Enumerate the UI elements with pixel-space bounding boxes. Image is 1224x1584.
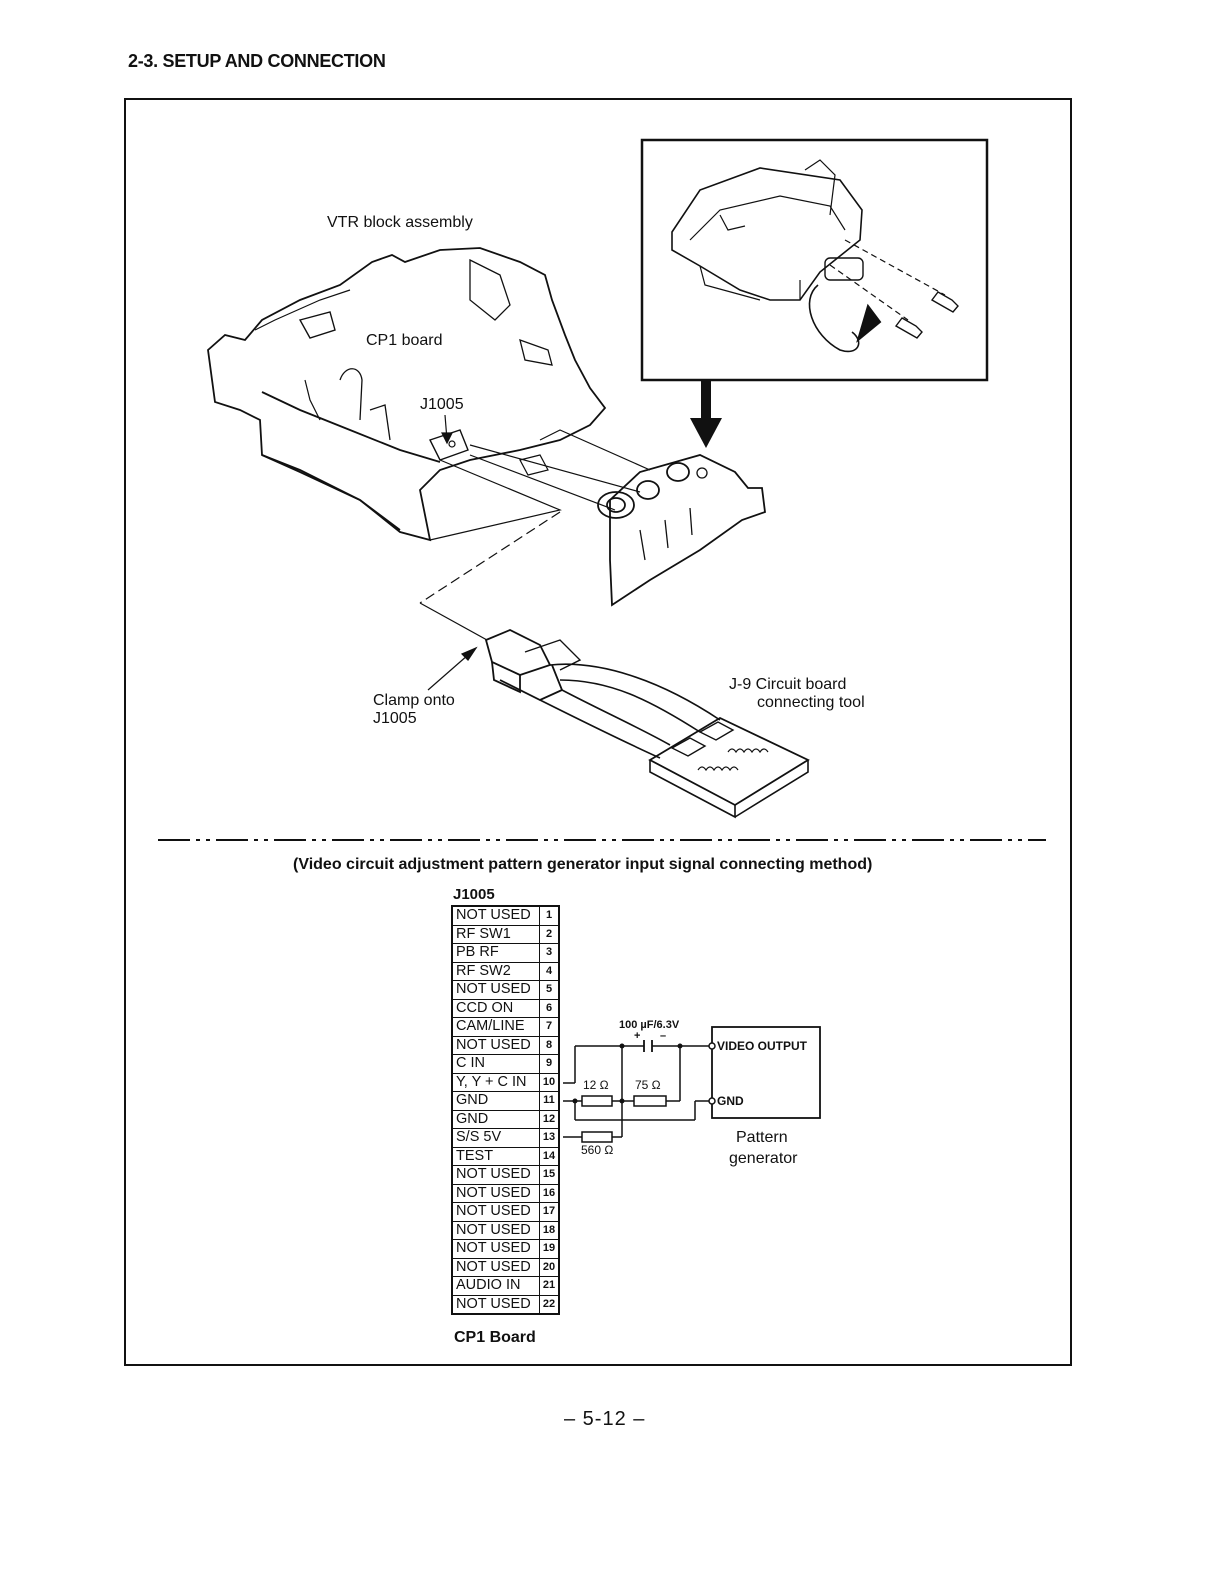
label-j9-line2: connecting tool [757, 694, 865, 711]
label-vtr-block: VTR block assembly [327, 214, 473, 231]
pin-number: 13 [539, 1128, 560, 1148]
pin-name: NOT USED [451, 980, 540, 1000]
pin-number: 6 [539, 998, 560, 1018]
r3-label: 560 Ω [581, 1143, 614, 1157]
pin-number: 15 [539, 1165, 560, 1185]
pin-name: S/S 5V [451, 1128, 540, 1148]
label-j9-line1: J-9 Circuit board [729, 676, 847, 693]
label-j1005: J1005 [420, 396, 464, 413]
pin-number: 18 [539, 1220, 560, 1240]
pin-name: TEST [451, 1146, 540, 1166]
pin-number: 19 [539, 1239, 560, 1259]
label-clamp-line2: J1005 [373, 710, 417, 727]
leader-lines [419, 414, 561, 691]
pin-name: Y, Y + C IN [451, 1072, 540, 1092]
inset-view [640, 138, 989, 382]
down-arrow-icon [690, 381, 722, 448]
connector-title: J1005 [453, 886, 495, 903]
pin-name: GND [451, 1091, 540, 1111]
pin-number: 8 [539, 1035, 560, 1055]
cap-minus-label: – [660, 1030, 667, 1042]
pin-number: 21 [539, 1276, 560, 1296]
sub-board [597, 454, 766, 607]
page-number: – 5-12 – [564, 1408, 646, 1430]
label-clamp-line1: Clamp onto [373, 692, 455, 709]
junction-dots [572, 1042, 716, 1105]
generator-line1: Pattern [736, 1129, 788, 1146]
pin-number: 14 [539, 1146, 560, 1166]
gnd-label: GND [717, 1094, 744, 1108]
pin-number: 5 [539, 980, 560, 1000]
pin-number: 11 [539, 1091, 560, 1111]
pin-number: 20 [539, 1257, 560, 1277]
pin-number: 3 [539, 943, 560, 963]
method-caption: (Video circuit adjustment pattern genera… [293, 856, 873, 873]
r2-label: 75 Ω [635, 1078, 661, 1092]
pin-name: NOT USED [451, 905, 540, 926]
pin-number: 2 [539, 924, 560, 944]
pin-name: PB RF [451, 943, 540, 963]
generator-line2: generator [729, 1150, 798, 1167]
pin-name: NOT USED [451, 1239, 540, 1259]
pin-name: NOT USED [451, 1035, 540, 1055]
label-cp1-board: CP1 board [366, 332, 443, 349]
j9-connecting-tool [484, 629, 810, 819]
pin-name: RF SW2 [451, 961, 540, 981]
pin-number: 22 [539, 1294, 560, 1315]
pin-name: NOT USED [451, 1294, 540, 1315]
pin-name: NOT USED [451, 1202, 540, 1222]
diagram-frame [124, 98, 1072, 1366]
pin-name: CAM/LINE [451, 1017, 540, 1037]
cap-plus-label: + [634, 1030, 641, 1042]
r1-label: 12 Ω [583, 1078, 609, 1092]
pin-number: 12 [539, 1109, 560, 1129]
vtr-block-assembly [207, 247, 651, 542]
pin-number: 1 [539, 905, 560, 926]
schematic-wiring [563, 1026, 821, 1143]
pin-name: NOT USED [451, 1183, 540, 1203]
pin-name: RF SW1 [451, 924, 540, 944]
pin-number: 7 [539, 1017, 560, 1037]
video-output-label: VIDEO OUTPUT [717, 1039, 808, 1053]
capacitor-label: 100 µF/6.3V [619, 1019, 680, 1031]
pin-number: 9 [539, 1054, 560, 1074]
pin-number: 16 [539, 1183, 560, 1203]
pin-number: 4 [539, 961, 560, 981]
pin-name: CCD ON [451, 998, 540, 1018]
cp1-board-label: CP1 Board [454, 1329, 536, 1346]
pin-name: NOT USED [451, 1220, 540, 1240]
pin-number: 10 [539, 1072, 560, 1092]
pin-number: 17 [539, 1202, 560, 1222]
pin-name: NOT USED [451, 1165, 540, 1185]
pin-name: C IN [451, 1054, 540, 1074]
pin-name: GND [451, 1109, 540, 1129]
pin-name: AUDIO IN [451, 1276, 540, 1296]
section-title: 2-3. SETUP AND CONNECTION [128, 51, 386, 71]
pin-name: NOT USED [451, 1257, 540, 1277]
